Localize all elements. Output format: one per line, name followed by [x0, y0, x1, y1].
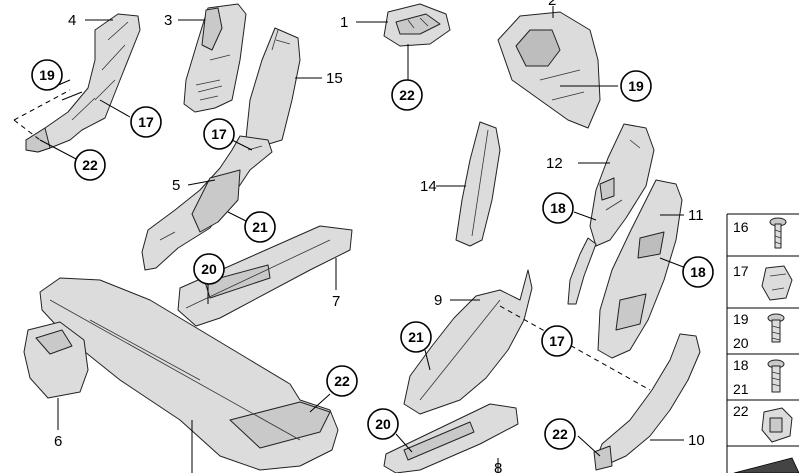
- callout-22-a: 22: [74, 149, 106, 181]
- part-2-bracket: [497, 11, 601, 129]
- callout-19-a: 19: [31, 59, 63, 91]
- screw-18-21-icon: [767, 359, 785, 393]
- screw-16-icon: [769, 217, 787, 249]
- callout-18-a: 18: [542, 192, 574, 224]
- callout-20-a: 20: [193, 253, 225, 285]
- part-8-sill: [383, 403, 519, 473]
- part-7-sill: [177, 225, 353, 327]
- svg-text:22: 22: [399, 87, 415, 103]
- label-part-14: 14: [420, 178, 437, 195]
- svg-text:21: 21: [252, 219, 268, 235]
- svg-text:18: 18: [690, 264, 706, 280]
- svg-text:17: 17: [138, 114, 154, 130]
- svg-text:19: 19: [628, 78, 644, 94]
- part-11-panel: [597, 179, 683, 359]
- part-1-clip: [383, 3, 451, 47]
- svg-text:17: 17: [211, 126, 227, 142]
- label-part-9: 9: [434, 292, 442, 309]
- fastener-label-16: 16: [733, 219, 749, 235]
- part-10-handle: [593, 333, 701, 471]
- label-part-4: 4: [68, 12, 76, 29]
- part-6-bracket: [23, 321, 89, 399]
- screw-19-20-icon: [767, 313, 785, 343]
- svg-text:20: 20: [201, 261, 217, 277]
- label-part-6: 6: [54, 433, 62, 450]
- clip-17-icon: [761, 265, 793, 301]
- part-14-pillar: [455, 121, 501, 247]
- svg-text:18: 18: [550, 200, 566, 216]
- svg-text:17: 17: [549, 333, 565, 349]
- callout-22-c: 22: [326, 365, 358, 397]
- callout-17-c: 17: [541, 325, 573, 357]
- part-3-trim: [183, 3, 247, 113]
- svg-text:22: 22: [334, 373, 350, 389]
- label-part-11: 11: [688, 207, 704, 224]
- label-part-2: 2: [548, 0, 556, 9]
- label-part-8: 8: [494, 460, 502, 473]
- part-15-pillar: [245, 27, 301, 147]
- svg-text:19: 19: [39, 67, 55, 83]
- fastener-label-22: 22: [733, 403, 749, 419]
- label-part-10: 10: [688, 432, 705, 449]
- fastener-label-17: 17: [733, 263, 749, 279]
- fastener-label-21: 21: [733, 381, 749, 397]
- part-12-bracket: [567, 123, 655, 305]
- label-part-15: 15: [326, 70, 343, 87]
- part-5-trim: [141, 135, 273, 271]
- callout-18-b: 18: [682, 256, 714, 288]
- callout-21-a: 21: [244, 211, 276, 243]
- label-part-3: 3: [164, 12, 172, 29]
- callout-22-b: 22: [391, 79, 423, 111]
- svg-text:20: 20: [375, 416, 391, 432]
- label-part-12: 12: [546, 155, 563, 172]
- callout-17-a: 17: [130, 106, 162, 138]
- nut-22-icon: [761, 407, 793, 443]
- svg-text:22: 22: [82, 157, 98, 173]
- callout-20-b: 20: [367, 408, 399, 440]
- label-part-5: 5: [172, 177, 180, 194]
- fastener-panel: 16 17 19 20 18 21 22: [726, 213, 799, 473]
- part-floor-trim: [39, 277, 339, 471]
- footer-arrow-icon: [733, 457, 799, 473]
- callout-17-b: 17: [203, 118, 235, 150]
- callout-22-d: 22: [544, 418, 576, 450]
- callout-21-b: 21: [400, 321, 432, 353]
- callout-19-b: 19: [620, 70, 652, 102]
- fastener-label-20: 20: [733, 335, 749, 351]
- fastener-label-18: 18: [733, 357, 749, 373]
- label-part-1: 1: [340, 14, 348, 31]
- svg-text:21: 21: [408, 329, 424, 345]
- fastener-label-19: 19: [733, 311, 749, 327]
- svg-text:22: 22: [552, 426, 568, 442]
- label-part-7: 7: [332, 293, 340, 310]
- part-4-trim: [25, 13, 141, 153]
